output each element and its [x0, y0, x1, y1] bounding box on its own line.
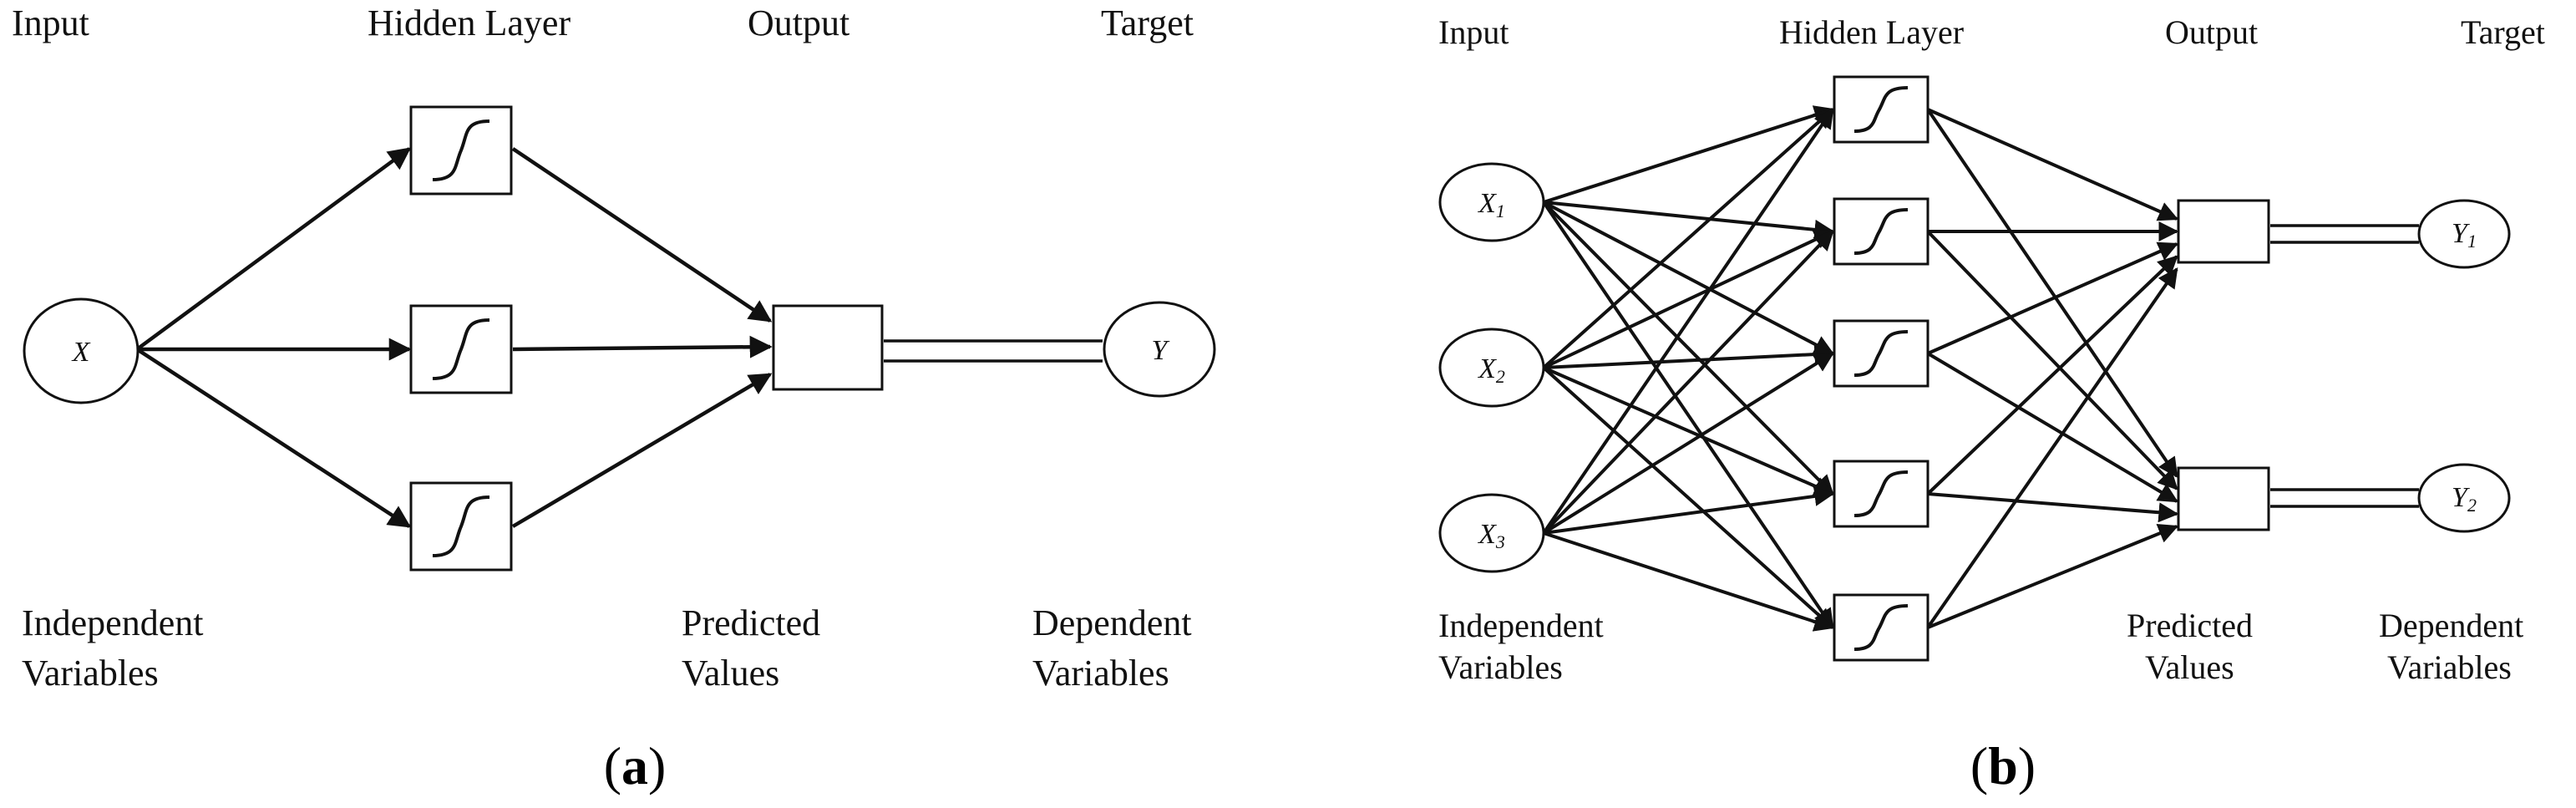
- a-target-node-label: Y: [1152, 335, 1170, 366]
- a-caption: (a): [604, 736, 667, 795]
- b-edge-x2-h1: [1542, 108, 1834, 369]
- b-caption: (b): [1970, 736, 2036, 795]
- b-edge-x1-h1: [1543, 105, 1835, 204]
- a-footer-independent: Independent: [22, 602, 203, 643]
- b-edge-x3-h4: [1543, 486, 1835, 535]
- b-output-node-2: [2177, 466, 2270, 531]
- b-edges: [1542, 105, 2179, 632]
- b-footer-dependent: Dependent: [2379, 607, 2523, 644]
- a-edge-h1-o: [511, 147, 773, 323]
- a-footer-dependent: Dependent: [1032, 602, 1192, 643]
- b-edge-h1-o2: [1926, 108, 2178, 478]
- a-header-hidden-layer: Hidden Layer: [368, 3, 570, 43]
- b-edge-h3-o2: [1926, 352, 2179, 503]
- b-edge-x2-h2: [1543, 230, 1835, 369]
- b-target-node-1: Y1: [2417, 199, 2511, 269]
- a-edge-x-h1: [135, 147, 412, 351]
- b-footer-independent: Independent: [1438, 607, 1604, 644]
- b-hidden-node-1: [1833, 75, 1929, 144]
- sigmoid-icon: [432, 119, 490, 181]
- sigmoid-icon: [432, 495, 490, 557]
- b-edge-x3-h3: [1542, 352, 1835, 535]
- a-hidden-node-3: [409, 481, 513, 572]
- panel-a: Input Hidden Layer Output Target X: [12, 3, 1216, 795]
- sigmoid-icon: [1853, 330, 1909, 377]
- b-footer-dependent-variables: Variables: [2387, 648, 2512, 686]
- a-header-target: Target: [1101, 3, 1194, 43]
- a-footer-variables: Variables: [22, 653, 159, 694]
- a-hidden-node-2: [409, 304, 513, 394]
- a-footer-dependent-variables: Variables: [1032, 653, 1169, 694]
- sigmoid-icon: [1853, 86, 1909, 133]
- b-edge-x1-h5: [1542, 201, 1834, 629]
- a-input-node-label: X: [71, 337, 91, 368]
- b-target-node-1-label: Y1: [2452, 218, 2477, 252]
- a-hidden-node-1: [409, 105, 513, 196]
- b-edge-x2-h5: [1542, 366, 1834, 629]
- sigmoid-icon: [1853, 208, 1909, 255]
- a-footer-predicted: Predicted: [682, 602, 820, 643]
- b-edge-x2-h3: [1543, 344, 1835, 369]
- a-edge-h2-o: [512, 335, 773, 358]
- b-edge-h5-o2: [1927, 524, 2179, 629]
- b-edge-x3-h1: [1542, 108, 1834, 535]
- b-input-node-1: X1: [1438, 162, 1545, 242]
- b-hidden-node-4: [1833, 460, 1929, 528]
- b-edge-x1-h2: [1543, 201, 1835, 240]
- a-input-node: X: [23, 297, 139, 404]
- b-footer-variables: Variables: [1438, 648, 1563, 686]
- b-edge-x2-h4: [1543, 366, 1835, 496]
- sigmoid-icon: [1853, 604, 1909, 651]
- b-footer-predicted: Predicted: [2127, 607, 2253, 644]
- b-header-input: Input: [1438, 13, 1509, 51]
- a-output-node: [772, 304, 884, 391]
- b-output-node-1: [2177, 199, 2270, 264]
- b-hidden-node-5: [1833, 593, 1929, 662]
- b-input-node-2-label: X2: [1477, 353, 1505, 387]
- b-input-node-2: X2: [1438, 328, 1545, 408]
- b-target-node-2-label: Y2: [2452, 482, 2477, 516]
- b-input-node-3: X3: [1438, 493, 1545, 573]
- sigmoid-icon: [432, 318, 490, 380]
- b-header-target: Target: [2461, 13, 2545, 51]
- b-input-node-3-label: X3: [1477, 519, 1505, 552]
- b-edge-x1-h4: [1542, 201, 1834, 495]
- b-hidden-node-2: [1833, 197, 1929, 266]
- b-footer-values: Values: [2145, 648, 2234, 686]
- a-footer-values: Values: [682, 653, 779, 694]
- a-header-output: Output: [748, 3, 849, 43]
- b-edge-x3-h2: [1542, 230, 1834, 535]
- b-edge-h1-o1: [1927, 108, 2179, 221]
- b-edge-h2-o2: [1926, 230, 2178, 490]
- b-edge-h3-o1: [1927, 241, 2179, 355]
- sigmoid-icon: [1853, 470, 1909, 517]
- b-edge-h5-o1: [1926, 267, 2178, 629]
- a-edge-h3-o: [511, 373, 773, 528]
- b-input-node-1-label: X1: [1477, 188, 1505, 221]
- b-header-output: Output: [2165, 13, 2258, 51]
- b-edge-x3-h5: [1543, 531, 1835, 632]
- b-hidden-node-3: [1833, 319, 1929, 388]
- a-edge-x-h3: [135, 348, 412, 528]
- b-edge-x1-h3: [1543, 201, 1835, 355]
- a-header-input: Input: [12, 3, 89, 43]
- panel-b: Input Hidden Layer Output Target X1 X2 X…: [1438, 13, 2545, 795]
- b-target-node-2: Y2: [2417, 463, 2511, 533]
- a-target-node: Y: [1103, 301, 1216, 398]
- b-header-hidden-layer: Hidden Layer: [1779, 13, 1964, 51]
- b-edge-h4-o1: [1926, 255, 2178, 495]
- b-edge-h4-o2: [1927, 492, 2179, 523]
